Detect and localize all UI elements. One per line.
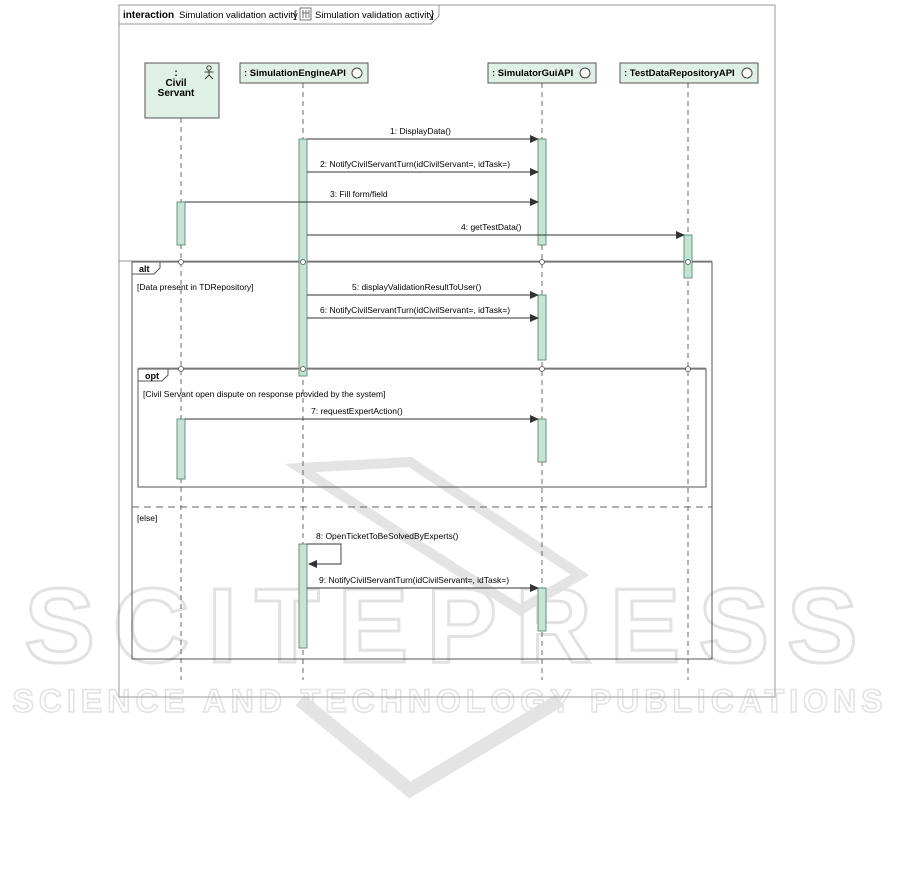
message-label-7: 7: requestExpertAction() <box>311 406 403 416</box>
activation-engine-2[interactable] <box>298 543 308 649</box>
watermark: SCITEPRESS SCIENCE AND TECHNOLOGY PUBLIC… <box>12 456 888 799</box>
activation-engine-1[interactable] <box>298 138 308 377</box>
frame-border <box>118 4 776 698</box>
alt-fragment: alt [Data present in TDRepository] [else… <box>119 260 713 660</box>
frame-ref-name: Simulation validation activity <box>315 10 434 21</box>
interaction-frame: interaction Simulation validation activi… <box>118 4 776 698</box>
watermark-chevron-bottom-icon <box>295 693 564 799</box>
opt-guard: [Civil Servant open dispute on response … <box>143 389 385 399</box>
opt-fragment: opt [Civil Servant open dispute on respo… <box>137 367 707 488</box>
lifeline-header-civil[interactable]: : Civil Servant <box>144 62 220 119</box>
activations <box>176 138 693 649</box>
activation-civil-2[interactable] <box>176 418 186 480</box>
message-label-5: 5: displayValidationResultToUser() <box>352 282 481 292</box>
interface-icon <box>351 67 363 79</box>
message-label-2: 2: NotifyCivilServantTurn(idCivilServant… <box>320 159 510 169</box>
opt-fragment-border <box>137 368 707 488</box>
alt-guard-2: [else] <box>137 513 157 523</box>
alt-fragment-border <box>131 261 713 660</box>
frame-bracket-close: ] <box>431 10 434 21</box>
activation-civil-1[interactable] <box>176 201 186 246</box>
alt-operator-pentagon <box>131 261 161 275</box>
messages <box>185 135 685 592</box>
activation-gui-4[interactable] <box>537 587 547 632</box>
watermark-sub-text: SCIENCE AND TECHNOLOGY PUBLICATIONS <box>13 683 888 719</box>
lifeline-header-engine[interactable]: : SimulationEngineAPI <box>239 62 369 84</box>
watermark-main-text: SCITEPRESS <box>24 567 876 685</box>
message-arrow-8-self[interactable] <box>307 543 342 568</box>
message-label-6: 6: NotifyCivilServantTurn(idCivilServant… <box>320 305 510 315</box>
activation-gui-2[interactable] <box>537 294 547 361</box>
interface-icon <box>741 67 753 79</box>
activation-gui-3[interactable] <box>537 418 547 463</box>
activation-gui-1[interactable] <box>537 138 547 246</box>
civil-label-line1: : <box>174 68 177 79</box>
alt-operator-label: alt <box>139 264 150 274</box>
opt-operator-pentagon <box>137 368 169 382</box>
watermark-chevron-icon <box>284 456 590 616</box>
alt-guard-1: [Data present in TDRepository] <box>137 282 254 292</box>
actor-icon <box>204 65 214 80</box>
message-label-3: 3: Fill form/field <box>330 189 388 199</box>
opt-operator-label: opt <box>145 371 159 381</box>
gui-label: : SimulatorGuiAPI <box>492 68 573 79</box>
message-label-4: 4: getTestData() <box>461 222 522 232</box>
repo-label: : TestDataRepositoryAPI <box>624 68 735 79</box>
civil-label-line2: Civil <box>165 78 186 89</box>
interface-icon <box>579 67 591 79</box>
fragment-gates <box>178 259 691 372</box>
lifeline-header-repo[interactable]: : TestDataRepositoryAPI <box>619 62 759 84</box>
frame-bracket-open: [ <box>294 10 297 21</box>
message-labels: 1: DisplayData() 2: NotifyCivilServantTu… <box>311 126 522 585</box>
frame-keyword: interaction <box>123 10 174 21</box>
activation-repo-1[interactable] <box>683 234 693 279</box>
engine-label: : SimulationEngineAPI <box>244 68 346 79</box>
frame-label-pentagon <box>118 4 440 25</box>
civil-label-line3: Servant <box>158 88 195 99</box>
message-label-8: 8: OpenTicketToBeSolvedByExperts() <box>316 531 459 541</box>
lifeline-header-gui[interactable]: : SimulatorGuiAPI <box>487 62 597 84</box>
message-label-9: 9: NotifyCivilServantTurn(idCivilServant… <box>319 575 509 585</box>
frame-name: Simulation validation activity <box>179 10 298 21</box>
message-label-1: 1: DisplayData() <box>390 126 451 136</box>
frame-ref-icon <box>299 7 312 21</box>
